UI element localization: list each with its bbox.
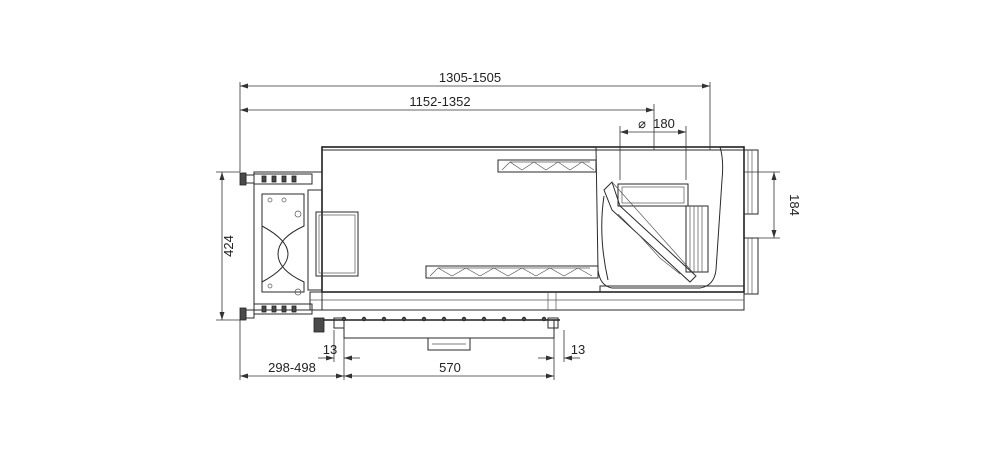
rail-studs — [341, 316, 547, 322]
duct-height-label: 184 — [787, 194, 802, 216]
tray-width-label: 570 — [439, 360, 461, 375]
inner-length-label: 1152-1352 — [409, 94, 470, 109]
overall-length-label: 1305-1505 — [439, 70, 501, 85]
duct-connector-lower — [743, 237, 759, 295]
dim-bottom-extensions: 298-498 570 13 13 — [239, 320, 585, 380]
duct-diameter-label: 180 — [653, 116, 675, 131]
left-gap-label: 13 — [323, 342, 337, 357]
drain-tray — [313, 317, 560, 351]
heat-exchanger-lower — [425, 265, 599, 279]
dim-inner-length: 1152-1352 — [240, 94, 655, 150]
bolt-top — [239, 172, 255, 186]
rear-extension-label: 298-498 — [268, 360, 316, 375]
duct-connector-upper — [743, 149, 759, 215]
unit-body — [309, 146, 745, 311]
fan-housing — [595, 146, 724, 289]
mounting-bracket — [253, 171, 323, 315]
dim-duct-height: 184 — [744, 171, 802, 239]
bolt-bottom — [239, 307, 255, 321]
right-gap-label: 13 — [571, 342, 585, 357]
dim-duct-diameter: ⌀ 180 — [619, 116, 687, 180]
dim-overall-height: 424 — [216, 171, 240, 321]
dim-overall-length: 1305-1505 — [239, 70, 711, 172]
diameter-symbol: ⌀ — [638, 116, 646, 131]
heat-exchanger-upper — [497, 159, 597, 173]
overall-height-label: 424 — [221, 235, 236, 257]
control-box — [315, 211, 359, 277]
